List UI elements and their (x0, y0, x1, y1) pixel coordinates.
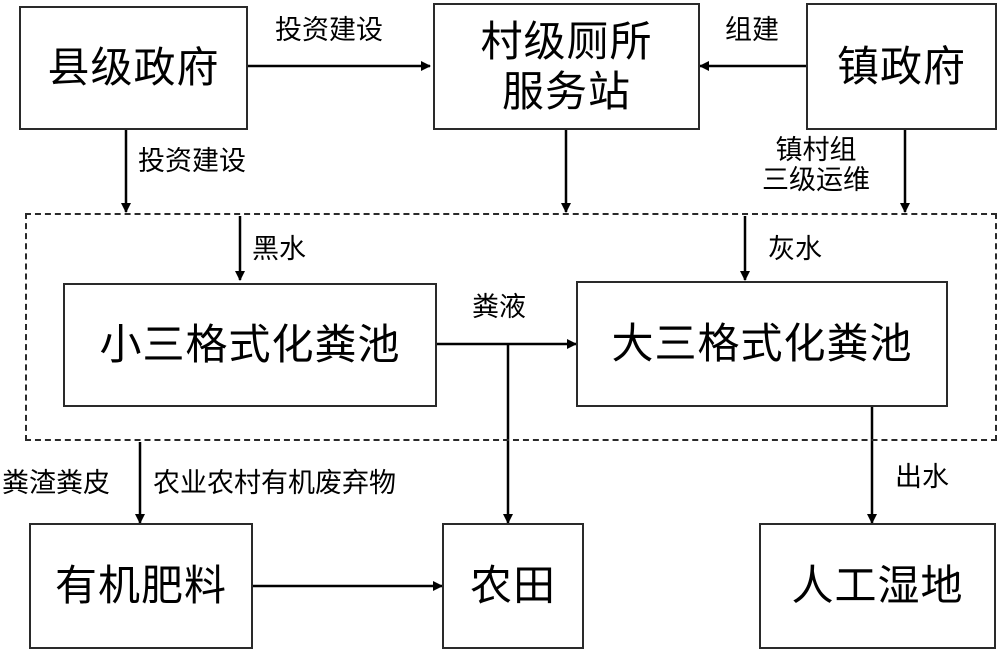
edge-label-grey-water: 灰水 (768, 234, 822, 265)
edge-label-residue: 粪渣粪皮 (2, 468, 110, 499)
edge-label-invest-left: 投资建设 (138, 146, 246, 177)
edge-label-outflow: 出水 (895, 462, 949, 493)
toilet-service-station-node: 村级厕所 服务站 (433, 3, 700, 130)
edge-label-black-water: 黑水 (252, 234, 306, 265)
town-government-label: 镇政府 (836, 41, 966, 91)
toilet-service-station-label: 村级厕所 服务站 (480, 16, 653, 116)
septic-tank-group (25, 213, 997, 441)
farmland-node: 农田 (442, 523, 584, 649)
small-septic-tank-node: 小三格式化粪池 (63, 283, 437, 407)
organic-fertilizer-node: 有机肥料 (29, 523, 253, 649)
constructed-wetland-label: 人工湿地 (791, 561, 964, 610)
edge-label-organize: 组建 (725, 15, 779, 46)
large-septic-tank-node: 大三格式化粪池 (576, 281, 948, 407)
small-septic-tank-label: 小三格式化粪池 (99, 320, 401, 369)
farmland-label: 农田 (469, 561, 556, 610)
edge-label-maintain: 镇村组 三级运维 (762, 135, 870, 196)
edge-label-organic-waste: 农业农村有机废弃物 (153, 468, 396, 499)
county-government-label: 县级政府 (47, 43, 220, 92)
edge-label-manure-liquid: 粪液 (472, 292, 526, 323)
county-government-node: 县级政府 (19, 6, 248, 130)
organic-fertilizer-label: 有机肥料 (54, 561, 227, 610)
constructed-wetland-node: 人工湿地 (759, 523, 996, 649)
town-government-node: 镇政府 (806, 3, 997, 130)
edge-label-invest-top: 投资建设 (275, 15, 383, 46)
large-septic-tank-label: 大三格式化粪池 (611, 319, 913, 368)
